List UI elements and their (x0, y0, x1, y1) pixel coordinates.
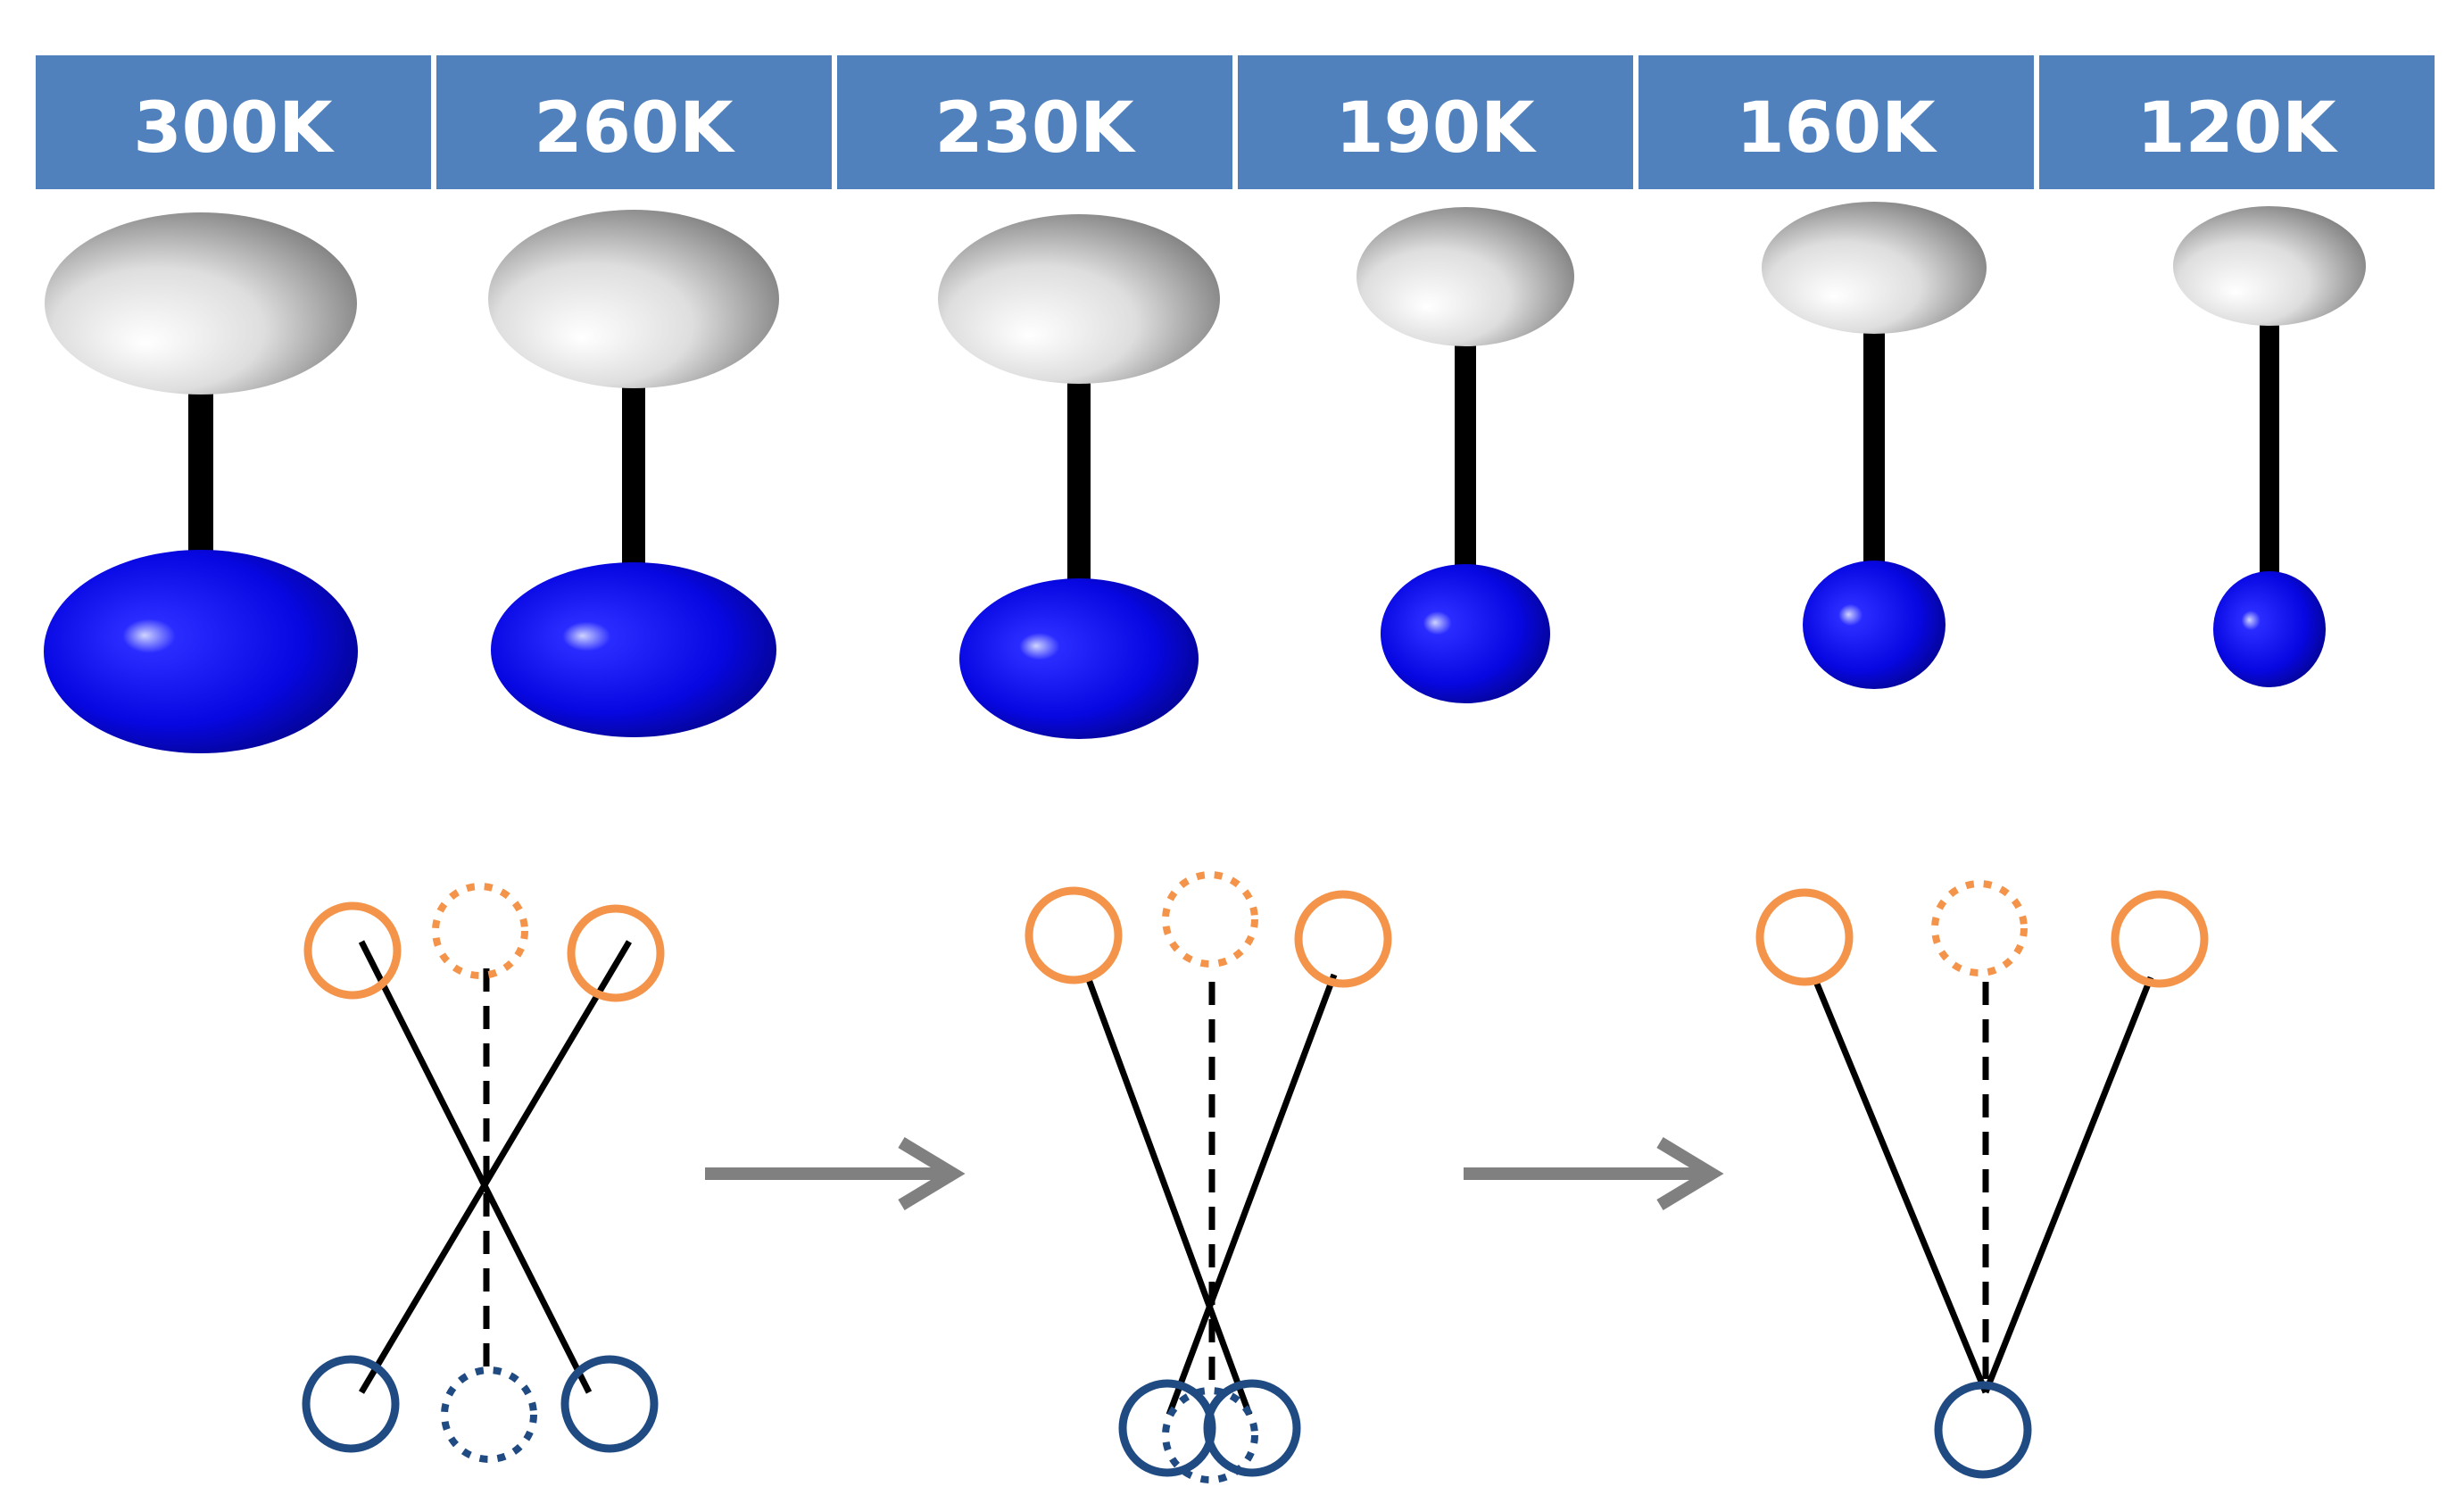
arrow-right-icon (705, 1137, 966, 1210)
lower-atom (959, 578, 1199, 739)
orange-site-right (1294, 890, 1392, 988)
blue-site-left (302, 1355, 400, 1453)
bond (1863, 321, 1885, 571)
molecule-160k (1762, 202, 1987, 689)
blue-site-right (1203, 1379, 1301, 1477)
lower-atom (44, 550, 358, 753)
bond (2260, 317, 2279, 576)
schematic-crossed (302, 883, 665, 1463)
upper-atom (1356, 207, 1574, 346)
bond-line-left (1811, 976, 1989, 1394)
header-cell-260k (436, 55, 832, 189)
orange-site-mean (432, 883, 528, 979)
bond-line-left (1083, 973, 1253, 1416)
orange-site-left (303, 901, 402, 1000)
header-cell-190k (1238, 55, 1633, 189)
header-label-260k: 260K (534, 88, 735, 169)
orange-site-left (1755, 888, 1854, 986)
lower-atom (491, 562, 776, 737)
upper-atom (2173, 206, 2366, 326)
bond (1067, 375, 1091, 589)
schematic-near-crossed (1025, 871, 1392, 1483)
blue-site-mean (1162, 1387, 1258, 1483)
blue-site-right (560, 1355, 659, 1453)
orange-site-mean (1162, 871, 1258, 968)
schematic-converged (1755, 880, 2209, 1479)
molecule-230k (938, 214, 1220, 739)
header-label-190k: 190K (1335, 88, 1537, 169)
arrow-right-icon (1464, 1137, 1724, 1210)
header-label-160k: 160K (1736, 88, 1937, 169)
lower-atom (1803, 561, 1945, 689)
bond-line-left (358, 940, 593, 1394)
bond (1455, 339, 1476, 580)
blue-site-mean (441, 1366, 537, 1463)
bond (188, 384, 213, 571)
lower-atom (1381, 564, 1550, 703)
upper-atom (488, 210, 779, 388)
header-label-230k: 230K (934, 88, 1136, 169)
header-cell-120k (2039, 55, 2435, 189)
bond-line-right (1166, 973, 1338, 1416)
orange-site-left (1025, 886, 1123, 984)
upper-atom (938, 214, 1220, 384)
molecule-300k (44, 212, 358, 753)
molecule-190k (1356, 207, 1574, 703)
header-label-300k: 300K (133, 88, 335, 169)
orange-site-right (2111, 890, 2209, 988)
orange-site-right (567, 904, 665, 1002)
bond-line-right (358, 940, 633, 1394)
header-cell-300k (36, 55, 431, 189)
bond (622, 379, 645, 571)
header-label-120k: 120K (2136, 88, 2338, 169)
upper-atom (1762, 202, 1987, 334)
temperature-header: 300K 260K 230K 190K 160K 120K (36, 55, 2435, 189)
molecule-260k (488, 210, 779, 737)
blue-site-shared (1934, 1381, 2032, 1479)
header-cell-160k (1639, 55, 2034, 189)
blue-site-left (1118, 1379, 1216, 1477)
bond-line-right (1982, 976, 2154, 1394)
upper-atom (45, 212, 357, 395)
header-cell-230k (837, 55, 1232, 189)
lower-atom (2213, 571, 2326, 687)
orange-site-mean (1931, 880, 2028, 976)
molecule-120k (2173, 206, 2366, 687)
